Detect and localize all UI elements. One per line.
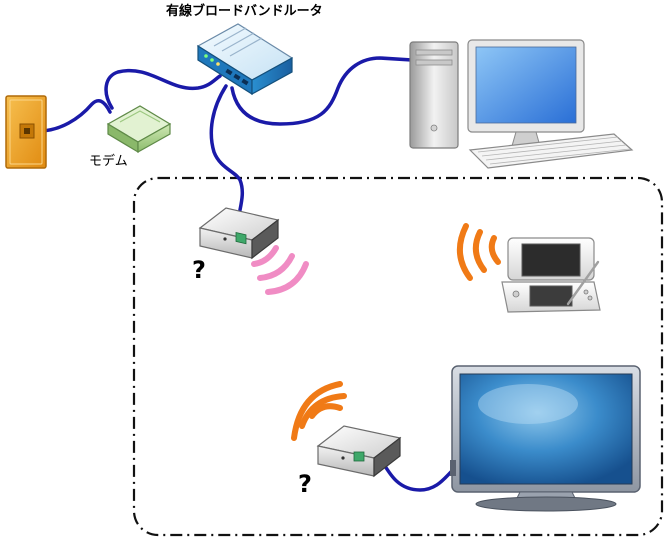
wall-jack-icon (5, 95, 47, 169)
wifi-signal-orange-icon (457, 223, 501, 281)
wifi-signal-pink-icon (251, 245, 309, 295)
handheld-console-icon (501, 237, 601, 313)
router-label: 有線ブロードバンドルータ (166, 3, 323, 19)
modem-label: モデム (89, 153, 128, 169)
flat-tv-icon (450, 365, 641, 512)
question-mark-1: ? (192, 256, 206, 284)
question-mark-2: ? (298, 470, 312, 498)
modem-icon (106, 105, 172, 154)
wireless-zone-border (132, 176, 664, 537)
wireless-adapter-icon (198, 207, 280, 260)
cable-router-adapter (209, 84, 245, 212)
cable-wall-modem (34, 98, 112, 133)
wireless-adapter-icon-2 (316, 425, 402, 478)
cable-router-pc (230, 56, 414, 126)
cables (34, 56, 458, 492)
cable-modem-router (104, 68, 222, 110)
cable-adapter-tv (378, 456, 458, 492)
desktop-pc-icon (409, 39, 634, 169)
wifi-signal-orange-icon-2 (291, 381, 347, 441)
router-icon (196, 23, 294, 96)
